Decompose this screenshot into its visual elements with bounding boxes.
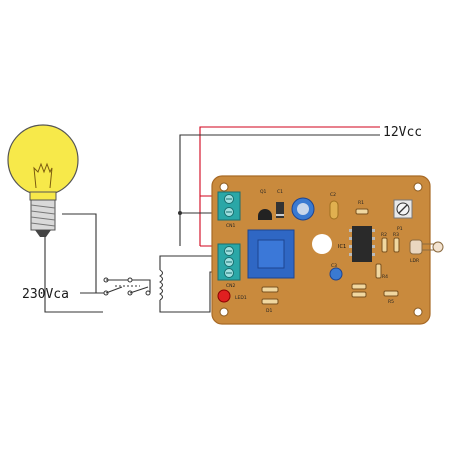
- led-label: LED1: [235, 295, 247, 301]
- dc-negative-wire: [179, 134, 380, 246]
- resistor-bottom: [261, 286, 279, 293]
- resistor-r5: [383, 290, 399, 297]
- diode-band: [276, 214, 284, 216]
- mounting-hole: [219, 182, 229, 192]
- led-icon: [217, 289, 231, 303]
- ldr-icon: [409, 239, 444, 255]
- mounting-hole: [413, 182, 423, 192]
- relay-switch-symbol: [103, 277, 151, 296]
- diode-d1: [276, 202, 284, 218]
- junction-dot: [178, 211, 182, 215]
- ic1-label: IC1: [338, 244, 346, 250]
- light-bulb: [7, 124, 79, 237]
- capacitor-c2-label: C2: [330, 192, 336, 198]
- capacitor-c2: [329, 200, 339, 220]
- resistor-r3-label: R3: [393, 232, 399, 238]
- capacitor-c1-label: C1: [277, 189, 283, 195]
- board-hole: [312, 234, 332, 254]
- mounting-hole: [413, 307, 423, 317]
- mounting-hole: [219, 307, 229, 317]
- transistor-q1: [258, 209, 272, 220]
- bulb-wire-neutral: [44, 232, 103, 313]
- resistor-r4: [375, 263, 382, 279]
- bulb-neck: [29, 191, 57, 201]
- resistor-r3: [393, 237, 400, 253]
- wiring: [44, 126, 380, 313]
- resistor-r5-label: R5: [388, 299, 394, 305]
- resistor-r1: [355, 208, 369, 215]
- resistor-r2: [381, 237, 388, 253]
- capacitor-c1-top: [297, 203, 309, 215]
- resistor-r2-label: R2: [381, 232, 387, 238]
- resistor-r1-label: R1: [358, 200, 364, 206]
- ldr-label: LDR: [410, 258, 419, 264]
- relay-window: [257, 239, 285, 269]
- resistor-bottom-label: D1: [266, 308, 272, 314]
- resistor-r4-label: R4: [382, 274, 388, 280]
- resistor-small: [351, 283, 367, 290]
- switch-common-wire: [130, 279, 151, 293]
- pcb-board: CN1 CN2 Q1 C1 C2 R1: [211, 175, 444, 325]
- bulb-base: [30, 199, 56, 237]
- dc-supply-label: 12Vcc: [383, 125, 422, 140]
- bulb-glass: [7, 124, 79, 196]
- ac-supply-label: 230Vca: [22, 287, 69, 302]
- ic1-chip: [349, 226, 375, 262]
- bulb-wire-phase: [62, 213, 106, 294]
- coil-wire-bottom: [159, 271, 218, 313]
- trimmer-label: P1: [397, 226, 403, 232]
- resistor-small: [351, 291, 367, 298]
- connector-cn2: [217, 243, 241, 281]
- capacitor-c3: [329, 267, 343, 281]
- transistor-q1-label: Q1: [260, 189, 267, 195]
- relay-coil-icon: [159, 269, 163, 301]
- connector-cn1-label: CN1: [226, 223, 236, 229]
- coil-wire-top: [159, 255, 218, 270]
- bulb-filament-icon: [33, 162, 53, 189]
- resistor-bottom: [261, 298, 279, 305]
- capacitor-c3-label: C3: [331, 263, 337, 269]
- connector-cn2-label: CN2: [226, 283, 236, 289]
- connector-cn1: [217, 191, 241, 221]
- dc-positive-wire: [199, 126, 380, 246]
- trimmer-icon: [393, 199, 413, 219]
